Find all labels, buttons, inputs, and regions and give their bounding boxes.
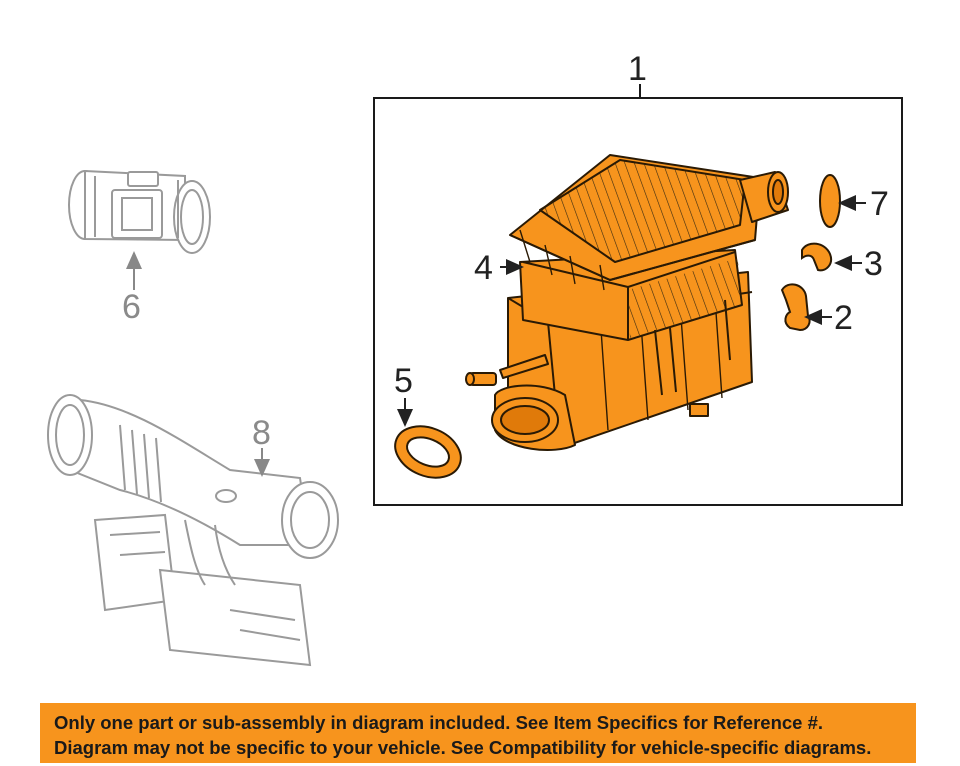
- callout-8: 8: [252, 414, 271, 452]
- callout-5: 5: [394, 362, 413, 400]
- disclaimer-line-2: Diagram may not be specific to your vehi…: [54, 737, 872, 758]
- part-2-clip: [780, 283, 811, 332]
- callout-4: 4: [474, 249, 493, 287]
- assembly-frame: [373, 97, 903, 506]
- callout-6: 6: [122, 288, 141, 326]
- parts-diagram: 6 8 1: [47, 50, 903, 667]
- callout-2: 2: [834, 299, 853, 337]
- disclaimer-line-1: Only one part or sub-assembly in diagram…: [54, 712, 824, 733]
- disclaimer-banner: Only one part or sub-assembly in diagram…: [40, 703, 916, 763]
- part-3-clamp: [801, 242, 832, 272]
- part-8-intake-duct: [47, 394, 339, 667]
- callout-3: 3: [864, 245, 883, 283]
- air-cleaner-housing: [465, 154, 789, 451]
- part-7-cap: [819, 174, 841, 228]
- callout-1: 1: [628, 50, 647, 88]
- callout-7: 7: [870, 185, 889, 223]
- part-5-seal: [394, 425, 462, 479]
- part-6-airflow-sensor: [68, 169, 211, 254]
